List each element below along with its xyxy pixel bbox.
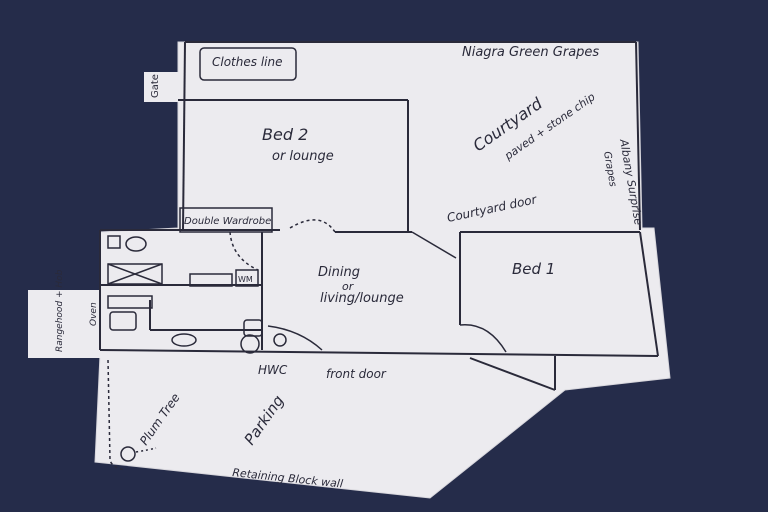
gate-tab <box>144 72 184 102</box>
label-gate: Gate <box>150 74 161 98</box>
wardrobe-box <box>179 207 273 233</box>
rangehood-tab <box>28 290 102 358</box>
label-wm: WM <box>238 275 253 284</box>
label-dining: Dining <box>318 265 360 280</box>
clothesline-box <box>199 47 297 81</box>
label-bed2-sub: or lounge <box>272 149 334 164</box>
label-dining-or: or <box>342 280 355 293</box>
label-bed2: Bed 2 <box>262 125 308 144</box>
label-front-door: front door <box>326 367 387 381</box>
paper-sheet <box>94 41 671 499</box>
label-double-wardrobe: Double Wardrobe <box>184 216 271 227</box>
doors <box>229 219 507 353</box>
label-clothes-line: Clothes line <box>212 55 282 69</box>
label-rangehood: Rangehood + Hob <box>55 269 65 352</box>
kitchen-fixtures <box>107 235 287 354</box>
plum-tree <box>120 446 157 462</box>
label-living-lounge: living/lounge <box>320 291 404 306</box>
label-bed1: Bed 1 <box>512 260 555 278</box>
label-oven: Oven <box>89 302 99 326</box>
label-hwc: HWC <box>258 363 288 377</box>
label-niagra-grapes: Niagra Green Grapes <box>462 45 599 60</box>
